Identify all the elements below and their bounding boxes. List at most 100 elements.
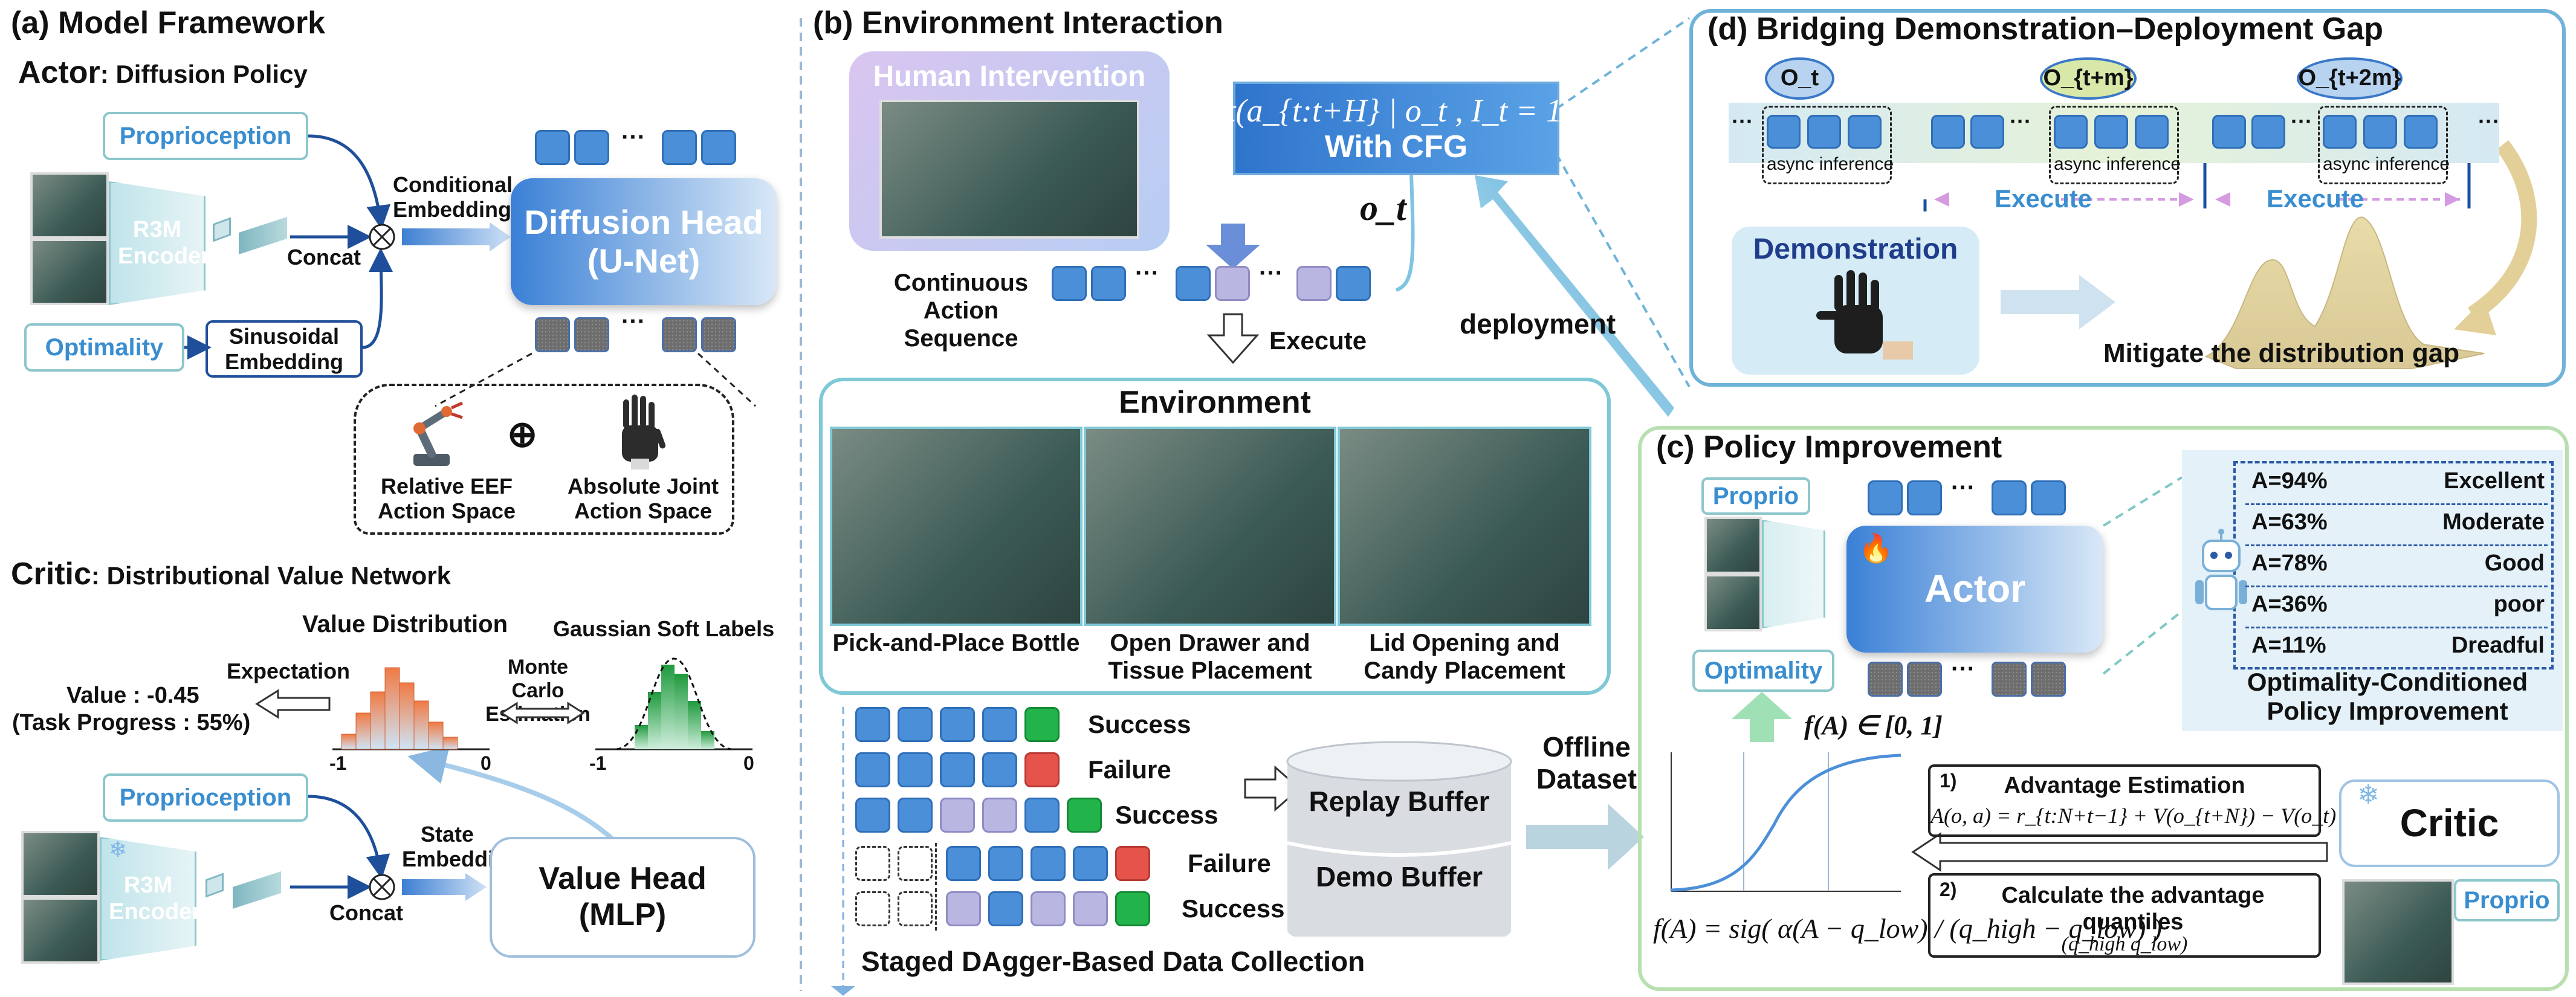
oplus-icon: ⊕ bbox=[507, 414, 538, 454]
action-token bbox=[898, 752, 933, 787]
execute-label-2: Execute bbox=[2267, 184, 2364, 213]
concat-label-2: Concat bbox=[329, 900, 404, 925]
action-token bbox=[946, 891, 981, 926]
panel-d-title: (d) Bridging Demonstration–Deployment Ga… bbox=[1707, 11, 2384, 47]
async-inference-label: async inference bbox=[2054, 154, 2181, 174]
demonstration-card: Demonstration bbox=[1732, 227, 1979, 375]
task3-photo bbox=[1338, 427, 1591, 626]
robot-icon bbox=[2195, 529, 2247, 610]
action-token bbox=[855, 798, 890, 833]
grade-label: Good bbox=[2484, 550, 2545, 576]
buffer-cylinder bbox=[1286, 741, 1512, 937]
proprio-box: Proprio bbox=[1701, 477, 1810, 515]
camera-image-4 bbox=[21, 897, 100, 964]
actor-box: Actor bbox=[1846, 526, 2103, 653]
r3m-encoder-2: R3M Encoder bbox=[100, 837, 196, 961]
grade-label: Dreadful bbox=[2451, 633, 2545, 658]
timeline-token bbox=[1767, 115, 1801, 149]
state-embedding-label: State Embedding bbox=[402, 822, 520, 872]
timeline-token bbox=[2363, 115, 2397, 149]
continuous-action-label: Continuous Action Sequence bbox=[893, 269, 1029, 352]
gaussian-histogram bbox=[595, 657, 752, 750]
proprio-to-concat bbox=[308, 134, 391, 230]
robot-hand-icon bbox=[622, 395, 666, 469]
action-token bbox=[940, 798, 975, 833]
task1-photo bbox=[830, 427, 1083, 626]
glove-icon bbox=[1816, 270, 1913, 360]
camera-image-2 bbox=[30, 239, 109, 305]
f-range-label: f(A) ∈ [0, 1] bbox=[1804, 711, 1943, 740]
distribution-surface bbox=[2204, 216, 2485, 369]
timeline-token bbox=[1931, 115, 1965, 149]
grade-advantage: A=11% bbox=[2251, 633, 2326, 658]
obs-ot2m: O_{t+2m} bbox=[2297, 57, 2403, 100]
action-token bbox=[940, 707, 975, 742]
deployment-arrow bbox=[1475, 175, 1674, 417]
camera-image-3 bbox=[21, 831, 100, 897]
expectation-label: Expectation bbox=[227, 659, 351, 683]
o-t-label: o_t bbox=[1360, 188, 1406, 228]
panel-c-title: (c) Policy Improvement bbox=[1656, 430, 2002, 465]
row-outcome-label: Failure bbox=[1188, 849, 1271, 877]
timeline-token bbox=[1970, 115, 2004, 149]
action-token bbox=[988, 846, 1023, 881]
task3-label: Lid Opening and Candy Placement bbox=[1364, 630, 1565, 684]
staged-dagger-label: Staged DAgger-Based Data Collection bbox=[861, 946, 1365, 977]
action-token bbox=[982, 798, 1017, 833]
timeline-token bbox=[2054, 115, 2088, 149]
empty-slot bbox=[898, 846, 933, 881]
timeline-token bbox=[1807, 115, 1841, 149]
value-text: Value : -0.45 bbox=[66, 683, 199, 708]
grade-advantage: A=78% bbox=[2251, 550, 2328, 576]
f-formula: f(A) = sig( α(A − q_low) / (q_high − q_l… bbox=[1653, 913, 2163, 944]
human-intervention-card: Human Intervention bbox=[849, 51, 1170, 251]
mc-double-arrow bbox=[500, 702, 585, 724]
timeline-token bbox=[2251, 115, 2285, 149]
success-token bbox=[1067, 798, 1102, 833]
task-progress-text: (Task Progress : 55%) bbox=[12, 710, 251, 735]
timeline-token bbox=[2323, 115, 2357, 149]
timeline-token bbox=[2212, 115, 2246, 149]
demo-buffer-label: Demo Buffer bbox=[1315, 861, 1483, 892]
sinusoidal-embedding-box: Sinusoidal Embedding bbox=[205, 320, 363, 378]
async-inference-label: async inference bbox=[1767, 154, 1894, 174]
value-distribution-label: Value Distribution bbox=[302, 611, 508, 637]
action-token bbox=[1073, 891, 1108, 926]
timeline-token bbox=[2404, 115, 2438, 149]
task2-label: Open Drawer and Tissue Placement bbox=[1108, 630, 1312, 684]
success-token bbox=[1024, 707, 1060, 742]
action-space-box: ⊕ Relative EEF Action Space Absolute Joi… bbox=[354, 384, 734, 535]
success-token bbox=[1115, 891, 1150, 926]
proprio-box-2: Proprio bbox=[2454, 879, 2560, 921]
empty-slot bbox=[855, 891, 890, 926]
action-token bbox=[1024, 798, 1060, 833]
sigmoid-plot bbox=[1671, 752, 1901, 892]
task1-label: Pick-and-Place Bottle bbox=[832, 630, 1080, 656]
task2-photo bbox=[1084, 427, 1336, 626]
action-token bbox=[1073, 846, 1108, 881]
grade-advantage: A=36% bbox=[2251, 592, 2328, 617]
camera-image-5 bbox=[1704, 517, 1762, 574]
conditional-embedding-label: Conditional Embedding bbox=[393, 172, 513, 222]
row-outcome-label: Failure bbox=[1088, 755, 1171, 784]
environment-box: Environment Pick-and-Place Bottle Open D… bbox=[819, 378, 1611, 695]
action-token bbox=[1031, 846, 1066, 881]
gaussian-soft-labels-label: Gaussian Soft Labels bbox=[553, 616, 775, 641]
row-outcome-label: Success bbox=[1088, 710, 1191, 738]
fire-icon: 🔥 bbox=[1859, 532, 1894, 564]
human-intervention-photo bbox=[879, 100, 1139, 239]
actor-heading: Actor: Diffusion Policy bbox=[18, 55, 308, 90]
failure-token bbox=[1024, 752, 1060, 787]
critic-heading: Critic: Distributional Value Network bbox=[11, 557, 451, 592]
timeline-token bbox=[2094, 115, 2128, 149]
panel-b-title: (b) Environment Interaction bbox=[813, 5, 1223, 40]
r3m-encoder: R3M Encoder bbox=[109, 181, 205, 305]
value-histogram bbox=[332, 667, 490, 750]
optimality-box-c: Optimality bbox=[1692, 650, 1834, 692]
critic-box: Critic bbox=[2339, 779, 2560, 867]
camera-image-6 bbox=[1704, 574, 1762, 631]
panel-d-box bbox=[1689, 9, 2566, 387]
camera-image-1 bbox=[30, 172, 109, 239]
replay-buffer-label: Replay Buffer bbox=[1309, 786, 1490, 817]
